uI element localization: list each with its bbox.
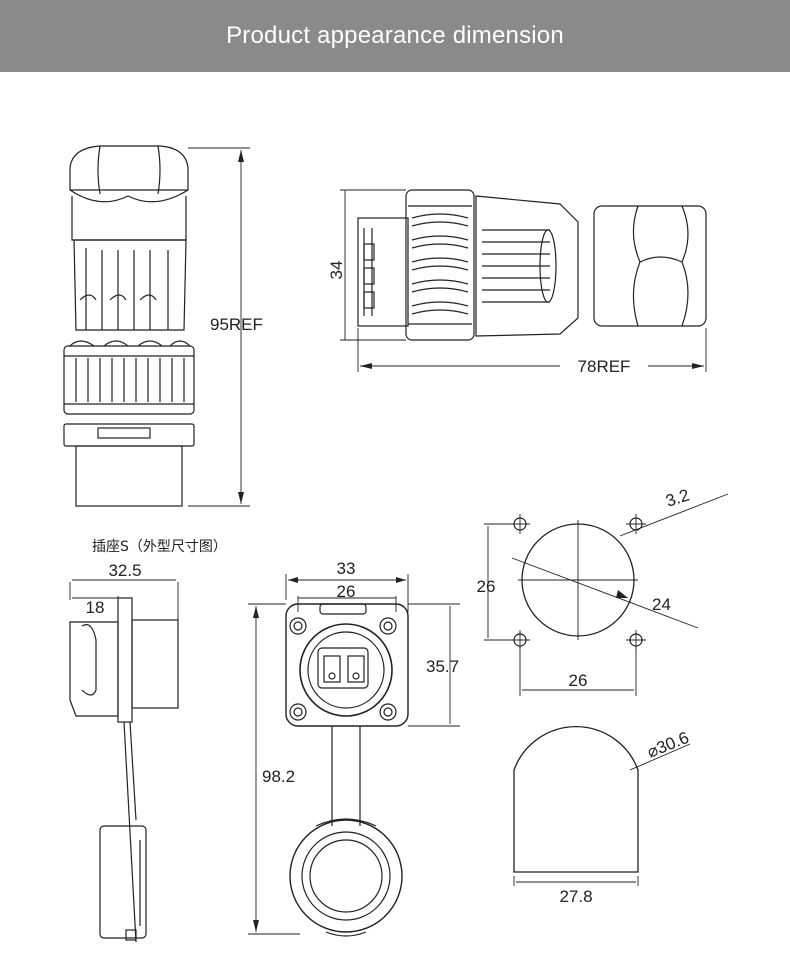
- plug-top-view: [340, 189, 707, 372]
- width-34-label: 34: [327, 261, 346, 280]
- circle-diameter-24-label: 24: [652, 595, 671, 614]
- horizontal-spacing-26-label: 26: [569, 671, 588, 690]
- socket-side-view: [69, 579, 179, 943]
- socket-body-18-label: 18: [86, 598, 105, 617]
- plug-side-view: [63, 145, 250, 507]
- socket-front-view: [248, 574, 460, 937]
- hole-spacing-26-label: 26: [337, 582, 356, 601]
- flange-35-7-label: 35.7: [426, 657, 459, 676]
- socket-depth-32-5-label: 32.5: [108, 561, 141, 580]
- d-flat-27-8-label: 27.8: [559, 887, 592, 906]
- vertical-spacing-26-label: 26: [477, 577, 496, 596]
- flange-33-label: 33: [337, 559, 356, 578]
- hole-diameter-3-2-label: 3.2: [663, 485, 691, 510]
- d-diameter-30-6-label: ⌀30.6: [644, 728, 691, 762]
- header-banner: [0, 0, 790, 72]
- length-78ref-label: 78REF: [578, 357, 631, 376]
- panel-cutout-view: [484, 493, 729, 696]
- total-98-2-label: 98.2: [262, 767, 295, 786]
- d-cutout-view: [513, 725, 691, 886]
- page-title: Product appearance dimension: [226, 22, 564, 49]
- height-95ref-label: 95REF: [210, 315, 263, 334]
- socket-caption: 插座S（外型尺寸图）: [92, 539, 227, 555]
